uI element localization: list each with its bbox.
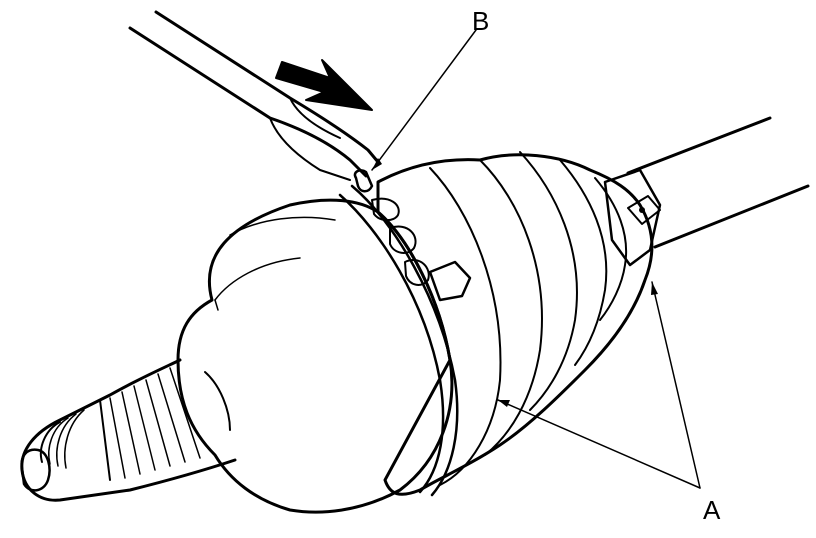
stub-shaft: [20, 358, 237, 502]
callout-label-a: A: [703, 495, 721, 525]
axle-shaft: [626, 116, 810, 249]
cv-joint-housing: [176, 198, 454, 514]
cv-boot-bellows: [376, 151, 654, 496]
small-boot-clamp: [603, 168, 662, 267]
large-boot-clamp: [338, 169, 472, 497]
screwdriver: [128, 10, 380, 181]
callout-label-b: B: [472, 6, 490, 36]
callout-leaders: [371, 29, 701, 489]
direction-arrow: [275, 59, 373, 111]
